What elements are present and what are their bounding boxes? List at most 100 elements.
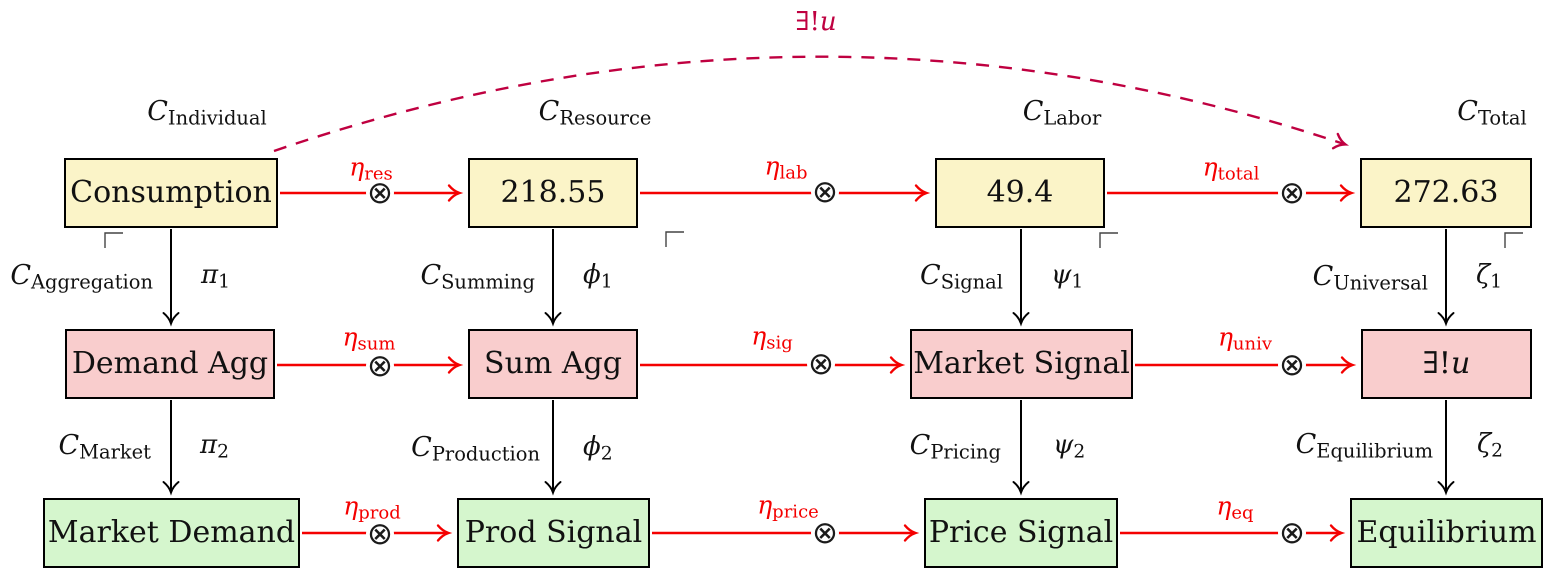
eta-sub: sum <box>357 333 396 355</box>
category-sub: Total <box>1477 106 1527 130</box>
script-c: C <box>58 429 80 461</box>
eta-sub: price <box>772 501 819 523</box>
morphism-sub: 1 <box>1071 271 1084 293</box>
category-sub: Signal <box>940 270 1003 294</box>
script-c: C <box>1022 95 1044 127</box>
script-c: C <box>411 431 432 463</box>
node-sum-agg: Sum Agg <box>468 329 638 399</box>
node-market-signal-label: Market Signal <box>913 346 1130 381</box>
node-price-signal: Price Signal <box>924 498 1118 568</box>
category-pricing-label: CPricing <box>910 432 1001 462</box>
morphism-psi2-label: ψ2 <box>1053 432 1085 462</box>
morphism-phi1-label: ϕ1 <box>583 262 613 292</box>
category-universal-label: CUniversal <box>1313 263 1428 293</box>
otimes-icon: ⊗ <box>1278 346 1306 383</box>
otimes-icon: ⊗ <box>1278 514 1306 551</box>
node-labor-value: 49.4 <box>935 158 1105 228</box>
morphism-base: ζ <box>1477 428 1492 459</box>
exists-symbol: ∃! <box>1422 346 1451 381</box>
morphism-phi2-label: ϕ2 <box>583 434 613 464</box>
category-production-label: CProduction <box>411 434 540 464</box>
node-consumption: Consumption <box>64 158 278 228</box>
node-market-demand: Market Demand <box>43 498 300 568</box>
node-total-value: 272.63 <box>1360 158 1532 228</box>
eta-base: η <box>1217 322 1233 352</box>
category-sub: Pricing <box>930 440 1001 464</box>
eta-sub: sig <box>766 332 793 354</box>
otimes-icon: ⊗ <box>366 347 394 384</box>
morphism-base: π <box>201 259 219 290</box>
category-sub: Aggregation <box>31 270 153 294</box>
pullback-corner-icon <box>1099 232 1118 248</box>
category-sub: Market <box>79 440 151 464</box>
node-equilibrium-label: Equilibrium <box>1356 515 1537 550</box>
otimes-icon: ⊗ <box>807 345 835 382</box>
unique-morphism-label: ∃!u <box>795 9 836 35</box>
pullback-corner-icon <box>1504 232 1523 248</box>
eta-sub: eq <box>1231 502 1254 524</box>
category-aggregation-label: CAggregation <box>10 262 153 292</box>
eta-base: η <box>764 151 780 181</box>
category-summing-label: CSumming <box>420 262 535 292</box>
category-sub: Labor <box>1043 106 1102 130</box>
eta-sub: total <box>1217 163 1260 185</box>
category-signal-label: CSignal <box>920 262 1003 292</box>
eta-univ-label: ηuniv <box>1218 324 1272 353</box>
morphism-sub: 2 <box>1073 441 1086 463</box>
node-sum-agg-label: Sum Agg <box>484 346 622 381</box>
node-unique-u: ∃!u <box>1361 329 1532 399</box>
eta-base: η <box>757 490 773 520</box>
eta-base: η <box>349 152 365 182</box>
pullback-corner-icon <box>665 231 684 247</box>
eta-prod-label: ηprod <box>343 493 400 522</box>
node-labor-value-label: 49.4 <box>986 175 1054 210</box>
script-c: C <box>920 259 941 291</box>
morphism-sub: 2 <box>600 443 613 465</box>
exists-symbol: ∃! <box>795 7 820 37</box>
eta-sum-label: ηsum <box>343 324 396 353</box>
category-total-label: CTotal <box>1457 98 1526 128</box>
script-c: C <box>909 429 931 461</box>
script-c: C <box>538 95 560 127</box>
script-c: C <box>147 95 168 127</box>
morphism-sub: 1 <box>1490 271 1502 293</box>
script-c: C <box>420 259 442 291</box>
category-sub: Summing <box>441 270 535 294</box>
morphism-base: ϕ <box>583 259 601 290</box>
category-resource-label: CResource <box>539 98 652 128</box>
eta-base: η <box>342 322 358 352</box>
eta-sub: prod <box>358 502 401 524</box>
category-labor-label: CLabor <box>1023 98 1102 128</box>
morphism-zeta1-label: ζ1 <box>1476 262 1502 292</box>
unique-morphism-dashed-arrow <box>273 55 1350 153</box>
morphism-pi2-label: π2 <box>200 432 229 462</box>
node-resource-value: 218.55 <box>468 158 638 228</box>
category-sub: Production <box>431 442 540 466</box>
category-sub: Individual <box>167 106 267 130</box>
eta-sub: univ <box>1232 333 1273 355</box>
script-c: C <box>1295 428 1317 460</box>
morphism-sub: 1 <box>218 271 230 293</box>
eta-lab-label: ηlab <box>765 153 808 182</box>
morphism-sub: 1 <box>600 271 613 293</box>
node-consumption-label: Consumption <box>70 175 272 210</box>
category-sub: Universal <box>1333 271 1428 295</box>
otimes-icon: ⊗ <box>366 515 394 552</box>
morphism-base: π <box>200 429 218 460</box>
script-c: C <box>10 259 31 291</box>
u-variable: u <box>1451 346 1471 381</box>
eta-res-label: ηres <box>349 154 392 183</box>
node-prod-signal: Prod Signal <box>457 498 650 568</box>
eta-base: η <box>343 491 359 521</box>
category-market-label: CMarket <box>58 432 151 462</box>
pullback-corner-icon <box>104 232 123 248</box>
otimes-icon: ⊗ <box>1278 174 1306 211</box>
morphism-base: ψ <box>1053 429 1074 460</box>
morphism-sub: 2 <box>217 441 229 463</box>
u-variable: u <box>819 7 837 37</box>
node-market-demand-label: Market Demand <box>47 515 296 550</box>
node-demand-agg: Demand Agg <box>65 329 275 399</box>
morphism-pi1-label: π1 <box>201 262 230 292</box>
otimes-icon: ⊗ <box>366 174 394 211</box>
